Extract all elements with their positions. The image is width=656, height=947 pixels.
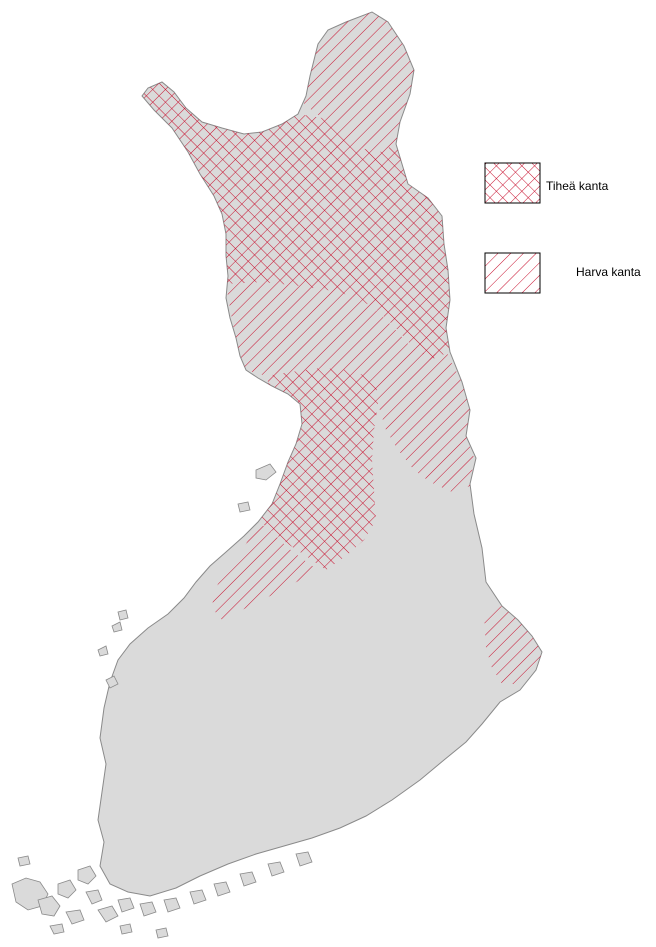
legend-item-sparse: Harva kanta: [484, 252, 641, 294]
legend-swatch-dense: [484, 162, 541, 204]
island: [139, 901, 157, 917]
sparse-area-central-belt: [226, 282, 474, 492]
island: [155, 927, 169, 939]
island: [117, 609, 129, 621]
island: [213, 881, 231, 897]
island: [119, 923, 133, 935]
legend-item-dense: Tiheä kanta: [484, 162, 609, 204]
island: [267, 861, 285, 877]
dense-area-lapland: [142, 82, 450, 360]
island: [111, 621, 123, 633]
sparse-area-south-west-tail: [212, 522, 318, 620]
island: [17, 855, 31, 867]
dense-population-layer: [142, 82, 450, 570]
island: [97, 905, 119, 923]
island: [37, 895, 61, 917]
archipelago: [11, 463, 313, 939]
island: [105, 675, 119, 689]
island: [77, 865, 97, 885]
island: [85, 889, 103, 905]
island: [255, 463, 277, 481]
island: [163, 897, 181, 913]
island: [117, 897, 135, 913]
map-legend: Tiheä kanta Harva kanta: [484, 162, 641, 294]
island: [57, 879, 77, 899]
island: [97, 645, 109, 657]
sparse-population-layer: [212, 12, 542, 684]
island: [237, 501, 251, 513]
island: [295, 851, 313, 867]
legend-swatch-sparse: [484, 252, 541, 294]
dense-area-central: [258, 368, 378, 570]
island: [189, 889, 207, 905]
island: [49, 923, 65, 935]
legend-label-dense: Tiheä kanta: [546, 179, 609, 193]
island: [65, 909, 85, 925]
sparse-area-east-border: [484, 606, 542, 684]
sparse-area-north-tip: [304, 12, 414, 152]
legend-label-sparse: Harva kanta: [576, 265, 641, 279]
island: [239, 871, 257, 887]
